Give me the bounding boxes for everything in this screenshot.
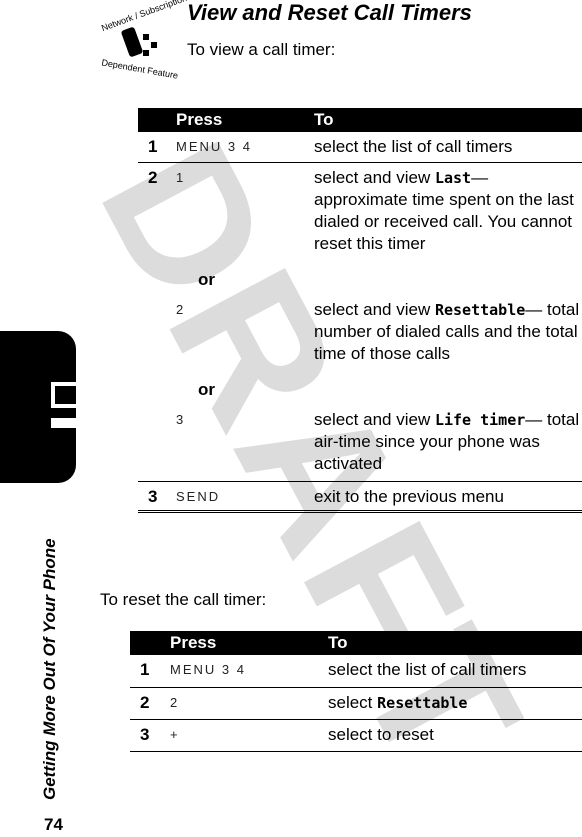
step-number: 3 xyxy=(130,719,170,752)
view-timer-table: Press To 1 MENU 3 4 select the list of c… xyxy=(138,108,582,513)
step-description: select the list of call timers xyxy=(328,655,582,688)
key-sequence: + xyxy=(170,719,328,752)
menu-term: Resettable xyxy=(377,693,468,712)
table-header: Press To xyxy=(130,631,582,655)
key-sequence: MENU 3 4 xyxy=(176,132,314,163)
table-row: 3 + select to reset xyxy=(130,719,582,752)
desc-prefix: select and view xyxy=(314,409,435,429)
key-sequence: MENU 3 4 xyxy=(170,655,328,688)
computer-phone-icon xyxy=(49,379,108,430)
table-row: 3 select and view Life timer— total air-… xyxy=(138,408,582,482)
key-sequence: 2 xyxy=(170,687,328,720)
view-intro: To view a call timer: xyxy=(187,40,336,59)
step-number: 2 xyxy=(130,687,170,720)
table-row: 1 MENU 3 4 select the list of call timer… xyxy=(130,655,582,688)
table-row: 1 MENU 3 4 select the list of call timer… xyxy=(138,132,582,163)
desc-rest: — total air-time since your phone was ac… xyxy=(314,409,580,473)
table-row: 2 select and view Resettable— total numb… xyxy=(138,299,582,379)
chapter-title: Getting More Out Of Your Phone xyxy=(40,538,59,800)
reset-intro: To reset the call timer: xyxy=(100,590,267,609)
table-row: or xyxy=(138,379,582,409)
key-sequence: SEND xyxy=(176,481,314,513)
step-description: select and view Life timer— total air-ti… xyxy=(314,408,582,482)
page-number: 74 xyxy=(44,815,63,834)
step-description: select Resettable xyxy=(328,687,582,720)
or-label: or xyxy=(198,269,215,289)
key-sequence: 1 xyxy=(176,169,186,185)
step-description: select the list of call timers xyxy=(314,132,582,163)
section-title: View and Reset Call Timers xyxy=(187,0,472,25)
step-description: select and view Last— approximate time s… xyxy=(314,162,582,269)
table-row: 2 1 select and view Last— approximate ti… xyxy=(138,162,582,269)
desc-prefix: select and view xyxy=(314,299,435,319)
desc-prefix: select and view xyxy=(314,167,435,187)
table-row: 3 SEND exit to the previous menu xyxy=(138,481,582,513)
network-feature-badge: Network / Subscription Dependent Feature xyxy=(95,0,188,81)
step-description: select to reset xyxy=(328,719,582,752)
step-number: 1 xyxy=(138,132,176,163)
desc-rest: — total number of dialed calls and the t… xyxy=(314,299,580,363)
step-number: 1 xyxy=(130,655,170,688)
key-sequence: 2 xyxy=(176,301,186,317)
phone-feature-icon xyxy=(121,27,157,57)
menu-term: Life timer xyxy=(434,410,526,429)
table-header: Press To xyxy=(138,108,582,132)
table-row: 2 2 select Resettable xyxy=(130,687,582,720)
menu-term: Resettable xyxy=(434,300,526,319)
step-number: 2 xyxy=(148,167,158,187)
desc-rest: — approximate time spent on the last dia… xyxy=(314,167,574,253)
step-description: exit to the previous menu xyxy=(314,481,582,513)
table-row: or xyxy=(138,269,582,299)
press-header: Press xyxy=(176,108,314,132)
chapter-tab xyxy=(0,331,108,483)
desc-prefix: select xyxy=(328,692,378,712)
key-sequence: 3 xyxy=(176,408,314,482)
reset-timer-table: Press To 1 MENU 3 4 select the list of c… xyxy=(130,631,582,752)
menu-term: Last xyxy=(434,168,472,187)
to-header: To xyxy=(314,108,582,132)
press-header: Press xyxy=(170,631,328,655)
to-header: To xyxy=(328,631,582,655)
step-number: 3 xyxy=(138,481,176,513)
or-label: or xyxy=(198,379,215,399)
step-description: select and view Resettable— total number… xyxy=(314,299,582,379)
